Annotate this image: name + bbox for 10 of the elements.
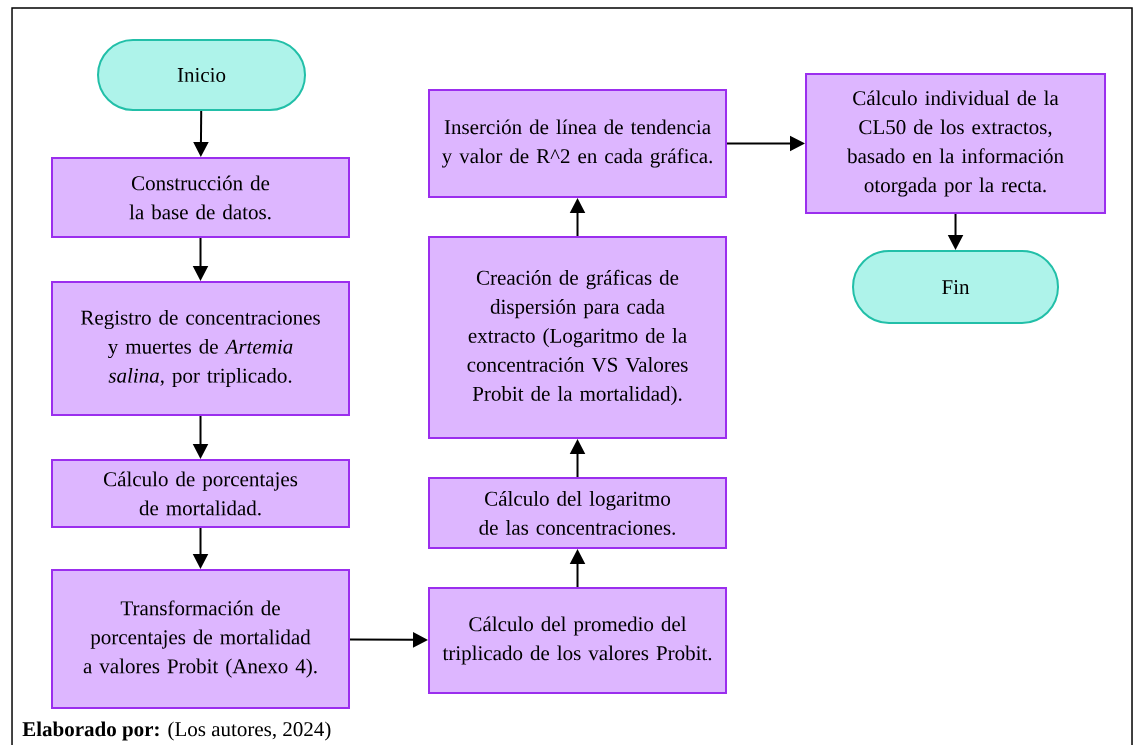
process-box: Transformación de porcentajes de mortalidad a valores Probit (Anexo 4).	[51, 569, 350, 709]
process-box: Registro de concentraciones y muertes de Artemia salina, por triplicado.	[51, 281, 350, 416]
process-box: Construcción de la base de datos.	[51, 157, 350, 238]
process-box: Cálculo de porcentajes de mortalidad.	[51, 459, 350, 528]
process-box: Cálculo individual de la CL50 de los extractos, basado en la información otorgada por la recta.	[805, 73, 1106, 214]
process-box: Cálculo del promedio del triplicado de los valores Probit.	[428, 587, 727, 694]
process-box: Inserción de línea de tendencia y valor de R^2 en cada gráfica.	[428, 89, 727, 198]
process-box: Cálculo del logaritmo de las concentraciones.	[428, 477, 727, 549]
process-box: Creación de gráficas de dispersión para cada extracto (Logaritmo de la concentración VS Valores Probit de la mortalidad).	[428, 236, 727, 439]
caption: Elaborado por: (Los autores, 2024)	[22, 721, 331, 741]
